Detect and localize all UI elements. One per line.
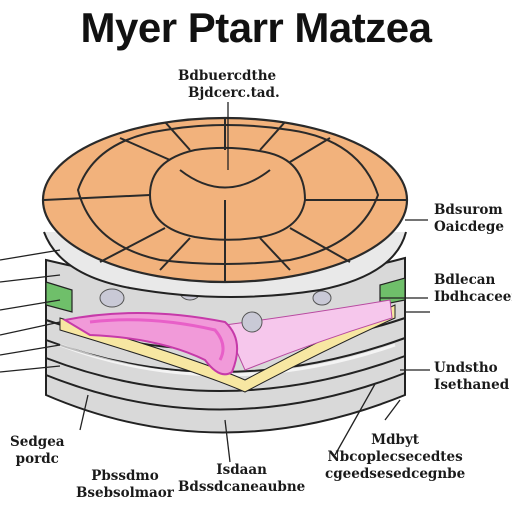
gray-nodule-3 (241, 311, 263, 333)
cap-line-g (99, 227, 166, 263)
leader-lines (0, 102, 430, 463)
cap-line-l (259, 237, 291, 271)
cap-ring-inner (148, 146, 307, 241)
cap-line-h (289, 227, 351, 263)
leader-left-2 (0, 274, 61, 283)
label-bottom-mid-left: Pbssdmo Bsebsolmaor (76, 468, 174, 502)
label-right-2-line-1: Bdlecan (434, 272, 496, 288)
cap-line-j (259, 121, 286, 151)
leader-left-1 (0, 249, 61, 261)
pink-membrane (62, 311, 239, 376)
label-bottom-right-line-3: cgeedsesedcegnbe (325, 466, 466, 482)
cap-line-k (159, 237, 191, 271)
leader-left-3 (0, 299, 61, 311)
dome-cap (41, 116, 409, 298)
label-bottom-center-line-1: Isdaan (216, 462, 267, 478)
label-right-2-line-2: Ibdhcaceen (434, 289, 512, 305)
leader-bottom-right-b (384, 399, 401, 421)
gray-nodule-1 (99, 288, 125, 308)
label-right-1-line-1: Bdsurom (434, 202, 503, 218)
label-bottom-center-line-2: Bdssdcaneaubne (178, 479, 306, 495)
cap-line-e (119, 137, 171, 161)
cap-inner-curve (179, 169, 271, 189)
band-line-3 (45, 355, 406, 392)
light-pink-layer (224, 299, 393, 371)
label-right-1: Bdsurom Oaicdege (434, 202, 504, 236)
cap-line-i (164, 121, 191, 151)
pink-membrane-inner (89, 318, 225, 361)
label-top: Bdbuercdthe Bjdcerc.tad. (178, 68, 280, 102)
leader-bottom-left (79, 394, 89, 431)
inner-layers (45, 277, 406, 393)
label-bottom-right-line-2: Nbcoplecsecedtes (327, 449, 463, 465)
label-bottom-left-line-1: Sedgea (10, 434, 65, 450)
label-bottom-right: Mdbyt Nbcoplecsecedtes cgeedsesedcegnbe (325, 432, 465, 483)
label-right-3-line-1: Undstho (434, 360, 498, 376)
cap-line-f (289, 137, 331, 163)
label-right-2: Bdlecan Ibdhcaceen (434, 272, 512, 306)
cap-ring-outer (76, 124, 380, 265)
label-bottom-mid-left-line-2: Bsebsolmaor (76, 485, 174, 501)
label-right-3: Undstho Isethaned (434, 360, 509, 394)
label-bottom-mid-left-line-1: Pbssdmo (91, 468, 159, 484)
gray-nodule-4 (312, 290, 332, 306)
label-bottom-right-line-1: Mdbyt (371, 432, 420, 448)
leader-left-5 (0, 344, 61, 356)
leader-bottom-right-a (334, 383, 376, 456)
label-bottom-left: Sedgea pordc (10, 434, 65, 468)
label-top-line-2: Bjdcerc.tad. (188, 85, 280, 101)
label-top-line-1: Bdbuercdthe (178, 68, 277, 84)
label-bottom-left-line-2: pordc (15, 451, 59, 467)
label-right-1-line-2: Oaicdege (434, 219, 504, 235)
diagram-title: Myer Ptarr Matzea (80, 4, 432, 51)
label-right-3-line-2: Isethaned (434, 377, 510, 393)
green-layer-left (45, 281, 73, 313)
leader-left-4 (0, 321, 61, 336)
leader-left-6 (0, 365, 61, 373)
leader-bottom-center (224, 419, 231, 463)
cap-line-c (43, 194, 151, 201)
cap-segments (43, 118, 407, 282)
label-bottom-center: Isdaan Bdssdcaneaubne (178, 462, 305, 496)
band-line-4 (45, 372, 406, 411)
